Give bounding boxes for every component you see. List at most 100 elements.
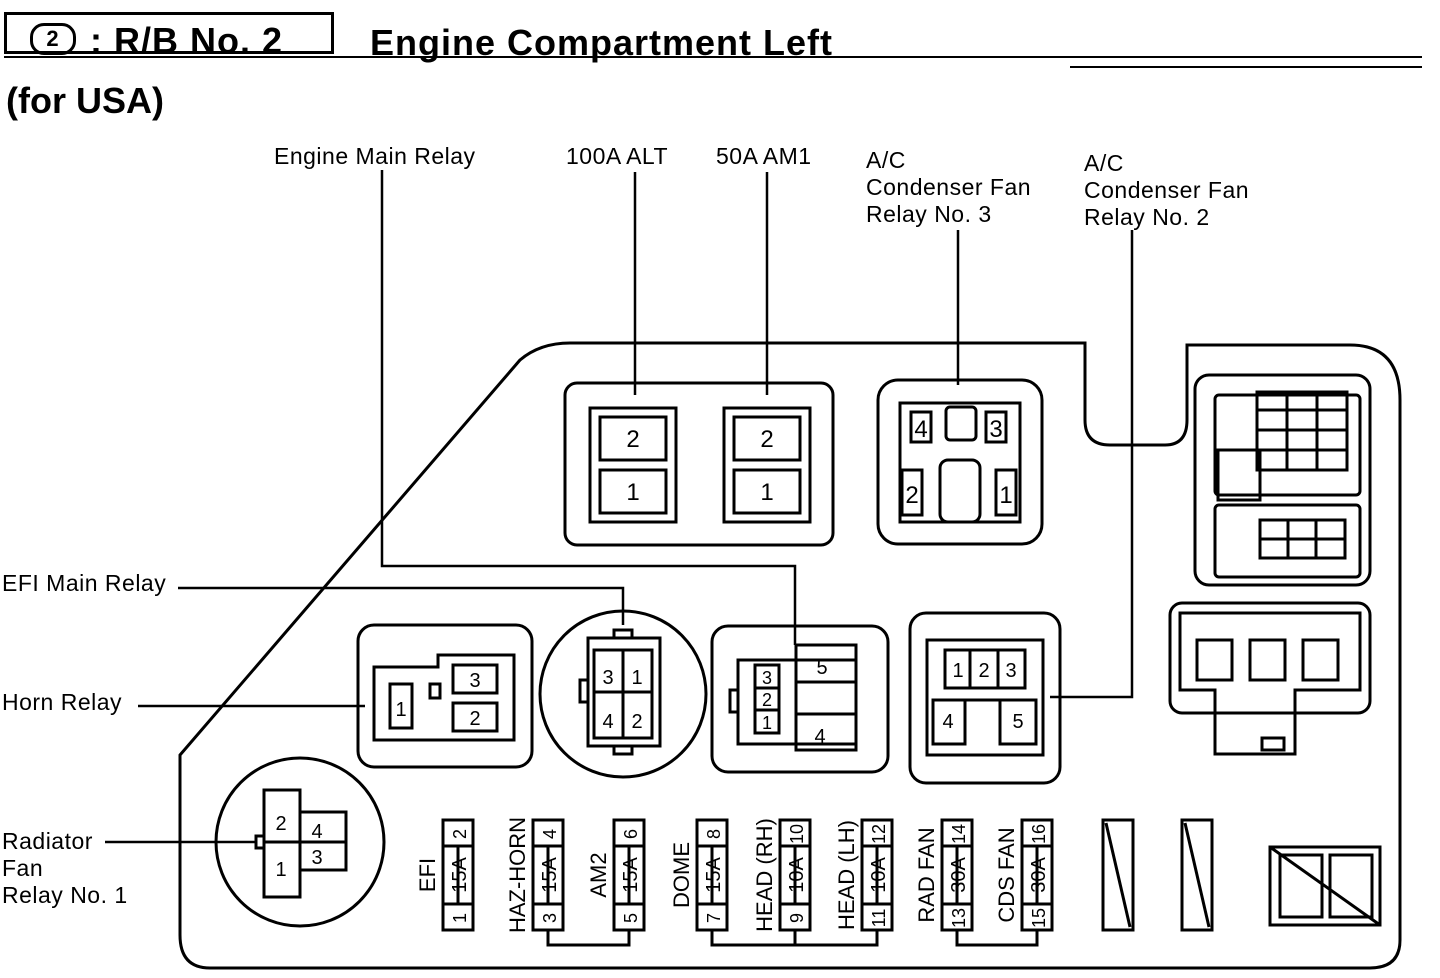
label-radiator-fan-relay-1: Radiator Fan Relay No. 1 [2,828,128,909]
efi-main-relay [538,609,708,779]
am1-pin-top: 2 [760,426,773,453]
header-id: 2 : R/B No. 2 [30,20,283,62]
engine-main-pin: 4 [814,726,825,748]
ac2-pin: 5 [1012,711,1023,733]
fuse-name: CDS FAN [994,827,1019,922]
label-100a-alt: 100A ALT [566,143,669,169]
fuse-pin-top: 10 [787,824,807,844]
am1-pin-bottom: 1 [760,479,773,506]
fuse-bus-2 [710,930,879,947]
engine-main-pin: 2 [762,690,772,710]
label-engine-main-relay: Engine Main Relay [274,143,476,169]
label-ac-fan-relay-2: A/C Condenser Fan Relay No. 2 [1084,150,1249,231]
label-line: A/C [866,147,906,173]
leader-engine-main [380,170,797,645]
fuse-pin-bottom: 9 [787,913,807,923]
fuse-row [441,818,1054,947]
engine-main-pin: 1 [762,713,772,733]
fuse-pin-bottom: 11 [869,909,889,928]
horn-pin: 1 [395,699,406,721]
efi-pin: 4 [602,711,613,733]
fuse-name: AM2 [586,852,611,897]
fuse-pin-bottom: 1 [450,913,470,923]
fuse-name: HAZ-HORN [505,817,530,933]
fuse-rating: 15A [703,857,725,893]
fuse-rating: 15A [539,857,561,893]
ac2-pin: 4 [942,711,953,733]
horn-pin: 3 [469,670,480,692]
fuse-pin-bottom: 3 [540,913,560,923]
ac2-pin: 2 [978,660,989,682]
fuse-name: HEAD (LH) [834,820,859,930]
fuse-efi [441,818,475,932]
label-horn-relay: Horn Relay [2,689,123,715]
fuse-pin-top: 16 [1029,824,1049,844]
fuse-pin-top: 14 [949,824,969,844]
relay-block-outline [178,341,1402,970]
label-ac-fan-relay-3: A/C Condenser Fan Relay No. 3 [866,147,1031,228]
fuse-pin-bottom: 13 [949,908,969,928]
fuse-pin-top: 12 [869,824,889,844]
header-id-label: : R/B No. 2 [90,20,284,61]
engine-main-pin: 5 [816,657,827,679]
ac2-pin: 1 [952,660,963,682]
efi-pin: 2 [631,711,642,733]
leader-lines [105,170,1134,844]
fuse-pin-bottom: 5 [621,913,641,923]
page-title: Engine Compartment Left [370,22,834,63]
alt-pin-top: 2 [626,426,639,453]
engine-main-pin: 3 [762,668,772,688]
leader-efi [178,586,625,625]
fuse-rating: 15A [449,857,471,893]
fuse-pin-bottom: 7 [704,913,724,923]
fuse-rating: 30A [948,857,970,893]
ac3-pin: 2 [905,482,918,509]
leader-ac2 [1050,230,1134,699]
fuse-pin-top: 6 [621,829,641,839]
fuse-bus-1 [546,930,631,947]
label-line: Relay No. 2 [1084,204,1210,230]
fuse-rating: 30A [1028,857,1050,893]
efi-pin: 3 [602,667,613,689]
label-line: Relay No. 1 [2,882,128,908]
engine-main-relay [710,624,890,774]
label-line: Condenser Fan [1084,177,1250,203]
right-connector-block [1193,373,1372,587]
fuse-name: HEAD (RH) [752,818,777,932]
fuse-labels: 2 15A 1 EFI 4 15A 3 HAZ-HORN 6 15A 5 AM2 8 15A 7 DOME 10… [415,817,1050,933]
ac2-pin: 3 [1005,660,1016,682]
label-line: Radiator [2,828,93,854]
header-bar: 2 : R/B No. 2 Engine Compartment Left [4,4,1422,63]
efi-pin: 1 [631,667,642,689]
main-fuse-holder [563,381,835,547]
page-subtitle: (for USA) [6,80,164,121]
relay-block-number: 2 [30,23,76,56]
radfan-pin: 2 [275,813,286,835]
fuse-pin-top: 8 [704,829,724,839]
fuse-name: RAD FAN [914,827,939,922]
ac3-pin: 1 [999,482,1012,509]
label-line: Condenser Fan [866,174,1032,200]
fuse-pin-bottom: 15 [1029,908,1049,928]
fuse-rating: 10A [786,857,808,893]
fuse-rating: 10A [868,857,890,893]
label-50a-am1: 50A AM1 [716,143,812,169]
fuse-pin-top: 2 [450,829,470,839]
fuse-name: EFI [415,858,440,892]
right-lower-block [1168,601,1372,756]
radfan-pin: 1 [275,859,286,881]
fuse-pin-top: 4 [540,829,560,839]
fuse-name: DOME [669,842,694,908]
horn-relay [356,623,534,769]
radiator-fan-relay [214,756,386,928]
alt-pin-bottom: 1 [626,479,639,506]
ac-fan-relay-3 [876,378,1044,546]
horn-pin: 2 [469,708,480,730]
spare-fuses [1101,818,1382,932]
label-efi-main-relay: EFI Main Relay [2,570,167,596]
label-line: Relay No. 3 [866,201,992,227]
radfan-pin: 4 [311,821,322,843]
fuse-rating: 15A [620,857,642,893]
fuse-head-rh [778,818,812,932]
